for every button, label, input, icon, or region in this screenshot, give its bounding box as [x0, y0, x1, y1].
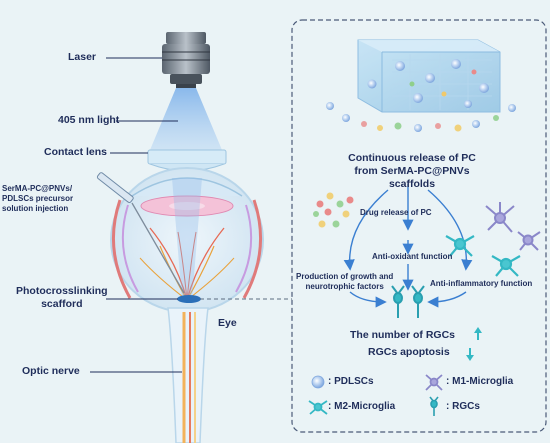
- m1-microglia-mid: [517, 231, 541, 251]
- label-drug-release: Drug release of PC: [360, 208, 432, 217]
- legend-pdlsc-icon: [311, 375, 325, 389]
- m1-microglia-top: [485, 202, 515, 233]
- arrow-left-to-rgc: [349, 291, 387, 308]
- label-rgc-apoptosis: RGCs apoptosis: [368, 346, 450, 358]
- rgc-cells: [391, 285, 425, 318]
- label-eye: Eye: [218, 317, 237, 329]
- eyeball: [110, 167, 264, 313]
- label-antioxidant: Anti-oxidant function: [372, 252, 453, 261]
- arrow-right-to-rgc: [427, 291, 467, 308]
- label-growth-factors: Production of growth and neurotrophic fa…: [296, 272, 394, 291]
- m2-microglia-right: [491, 255, 521, 277]
- optic-nerve-shape: [167, 307, 209, 443]
- pc-dots: [313, 192, 354, 228]
- legend-rgc: : RGCs: [446, 401, 480, 412]
- legend-m2-icon: [308, 400, 328, 415]
- label-rgc-number: The number of RGCs: [350, 329, 456, 341]
- legend-m1-icon: [425, 374, 443, 391]
- decrease-arrow: [466, 348, 474, 361]
- legend-pdlsc: : PDLSCs: [328, 376, 374, 387]
- arrow-right-curve: [427, 189, 473, 271]
- increase-arrow: [474, 327, 482, 340]
- m2-microglia-left: [445, 235, 475, 257]
- label-injection: SerMA-PC@PNVs/ PDLSCs precursor solution…: [2, 184, 74, 213]
- hydrogel-cube: [357, 39, 501, 113]
- scaffold-marker: [177, 295, 201, 303]
- released-particles: [326, 102, 516, 132]
- label-laser: Laser: [68, 51, 97, 63]
- label-contact-lens: Contact lens: [44, 146, 108, 158]
- legend-m1: : M1-Microglia: [446, 376, 514, 387]
- label-scaffold: Photocrosslinking scafford: [16, 285, 108, 310]
- label-optic-nerve: Optic nerve: [22, 365, 80, 377]
- arrow-left-curve: [343, 189, 389, 271]
- label-anti-inflammatory: Anti-inflammatory function: [430, 279, 533, 288]
- legend-m2: : M2-Microglia: [328, 401, 396, 412]
- detail-panel: [291, 19, 547, 433]
- laser-objective: [162, 32, 210, 88]
- release-title: Continuous release of PC from SerMA-PC@P…: [348, 152, 476, 190]
- legend-rgc-icon: [429, 396, 439, 416]
- label-light: 405 nm light: [58, 114, 120, 126]
- laser-beam: [150, 88, 222, 150]
- light-cone: [172, 178, 202, 300]
- syringe: [96, 172, 185, 294]
